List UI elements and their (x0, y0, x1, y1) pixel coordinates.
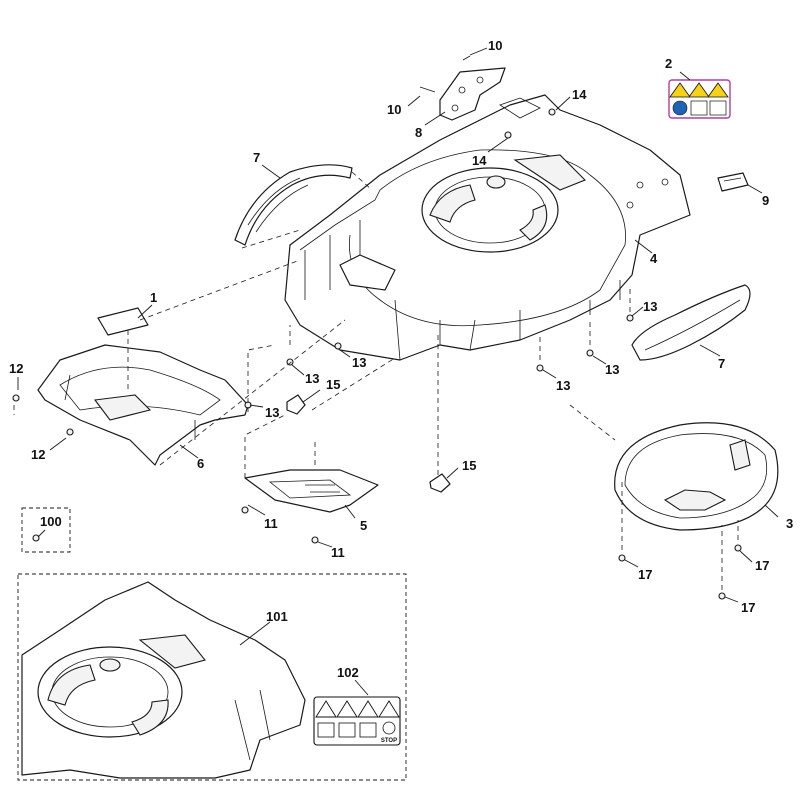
warning-triangle-icon (315, 700, 337, 718)
side-trim-left (234, 164, 353, 246)
callout-6: 6 (197, 456, 204, 471)
callout-13-f: 13 (643, 299, 657, 314)
callout-4: 4 (650, 251, 658, 266)
callout-11-upper: 11 (264, 516, 278, 531)
callout-12-upper: 12 (9, 361, 23, 376)
callout-3: 3 (786, 516, 793, 531)
bracket (439, 67, 506, 121)
warning-decal-small (668, 79, 731, 119)
warning-triangle-icon (357, 700, 379, 718)
callout-10-top: 10 (488, 38, 502, 53)
callout-8: 8 (415, 125, 422, 140)
box-100 (21, 507, 71, 553)
callout-2: 2 (665, 56, 672, 71)
hazard-pictogram-icon (709, 100, 727, 116)
box-101 (17, 573, 407, 781)
hazard-pictogram-icon (338, 722, 356, 738)
stop-label: STOP (381, 738, 397, 744)
callout-1: 1 (150, 290, 157, 305)
callout-100: 100 (40, 514, 62, 529)
leader-lines (17, 47, 779, 696)
callout-13-a: 13 (265, 405, 279, 420)
callout-9: 9 (762, 193, 769, 208)
read-manual-icon (672, 100, 688, 116)
hazard-pictogram-icon (690, 100, 708, 116)
rear-flap (37, 344, 249, 466)
callout-13-e: 13 (605, 362, 619, 377)
warning-triangle-icon (707, 82, 729, 98)
callout-17-right: 17 (755, 558, 769, 573)
callout-17-bottom: 17 (741, 600, 755, 615)
callout-12-lower: 12 (31, 447, 45, 462)
callout-17-left: 17 (638, 567, 652, 582)
blade-cover (614, 422, 779, 531)
screws (12, 55, 742, 600)
side-trim-right (631, 284, 751, 361)
read-manual-icon (317, 722, 335, 738)
skid-plate (244, 469, 379, 513)
clip-upper (286, 394, 306, 415)
warning-triangle-icon (336, 700, 358, 718)
callout-10-left: 10 (387, 102, 401, 117)
nameplate (717, 172, 749, 192)
callout-15-upper: 15 (326, 377, 340, 392)
warning-decal-large: STOP (313, 696, 401, 746)
callout-13-b: 13 (305, 371, 319, 386)
callout-102: 102 (337, 665, 359, 680)
assembly-lines (13, 171, 739, 590)
callout-11-lower: 11 (331, 545, 345, 560)
warning-triangle-icon (669, 82, 691, 98)
callout-5: 5 (360, 518, 367, 533)
callout-7-left: 7 (253, 150, 260, 165)
clip-lower (429, 473, 451, 493)
callouts: 1 2 3 4 5 6 7 7 8 9 10 10 11 11 12 12 13… (9, 38, 793, 680)
callout-101: 101 (266, 609, 288, 624)
callout-14-left: 14 (472, 153, 487, 168)
callout-7-right: 7 (718, 356, 725, 371)
callout-13-d: 13 (556, 378, 570, 393)
callout-14-right: 14 (572, 87, 587, 102)
alt-housing-101 (21, 581, 306, 779)
warning-triangle-icon (378, 700, 400, 718)
flap-label (97, 307, 149, 336)
mower-housing (284, 94, 691, 361)
stop-icon (382, 721, 396, 735)
warning-triangle-icon (688, 82, 710, 98)
callout-13-c: 13 (352, 355, 366, 370)
hazard-pictogram-icon (359, 722, 377, 738)
callout-15-lower: 15 (462, 458, 476, 473)
